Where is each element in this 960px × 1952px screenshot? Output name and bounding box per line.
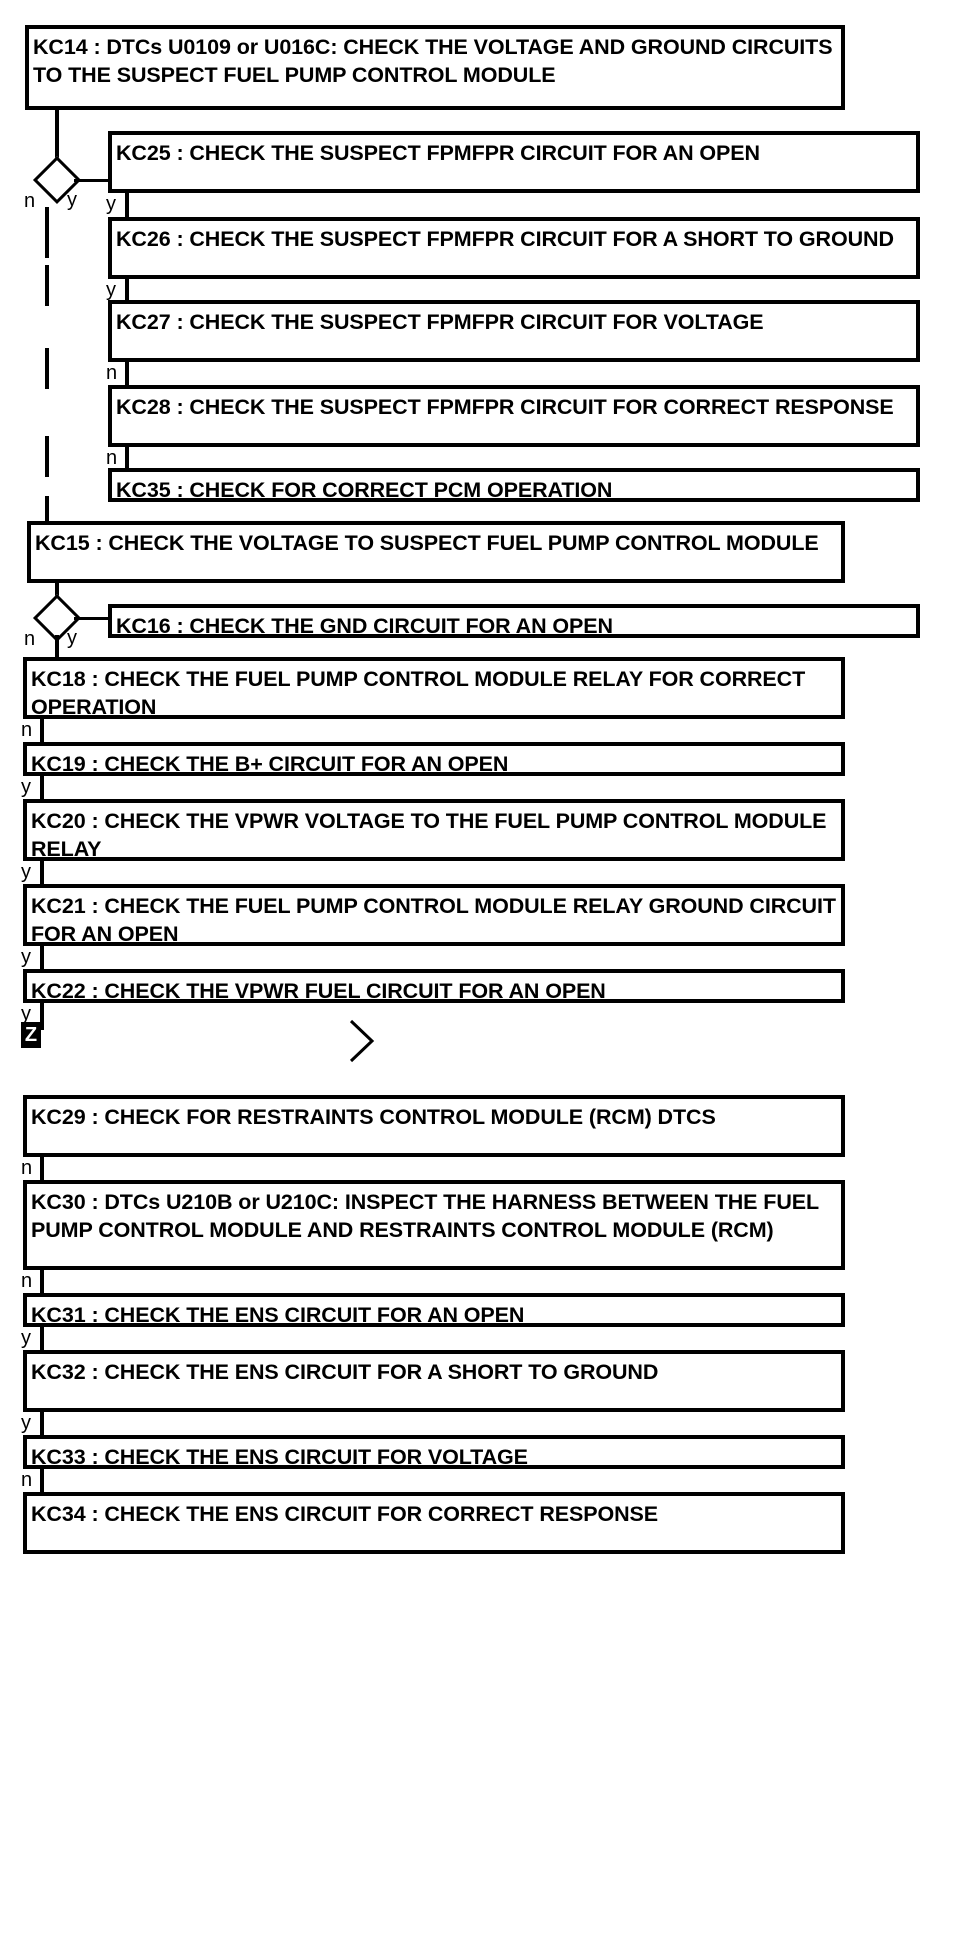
branch-label-kc25-y: y — [106, 193, 116, 215]
connector-kc25-to-kc26 — [125, 193, 129, 221]
branch-label-decision2-n: n — [24, 628, 36, 650]
connector-kc32-to-kc33 — [40, 1412, 44, 1440]
flow-node-kc33[interactable]: KC33 : CHECK THE ENS CIRCUIT FOR VOLTAGE — [23, 1435, 845, 1469]
connector-kc29-to-kc30 — [40, 1157, 44, 1185]
flow-node-kc28[interactable]: KC28 : CHECK THE SUSPECT FPMFPR CIRCUIT … — [108, 385, 920, 447]
connector-kc18-to-kc19 — [40, 719, 44, 747]
connector-decision1-no-seg1 — [45, 207, 49, 258]
connector-kc22-to-connector-z — [40, 1003, 44, 1030]
branch-label-decision1-n: n — [24, 190, 36, 212]
connector-decision1-no-seg3 — [45, 348, 49, 389]
branch-label-kc32-y: y — [21, 1412, 31, 1434]
connector-kc26-to-kc27 — [125, 279, 129, 307]
flow-node-kc14[interactable]: KC14 : DTCs U0109 or U016C: CHECK THE VO… — [25, 25, 845, 110]
branch-label-kc27-n: n — [106, 362, 118, 384]
branch-label-kc31-y: y — [21, 1327, 31, 1349]
branch-label-decision1-y: y — [67, 189, 77, 211]
branch-label-kc20-y: y — [21, 861, 31, 883]
flow-node-kc29[interactable]: KC29 : CHECK FOR RESTRAINTS CONTROL MODU… — [23, 1095, 845, 1157]
flow-node-kc16[interactable]: KC16 : CHECK THE GND CIRCUIT FOR AN OPEN — [108, 604, 920, 638]
offpage-connector-z[interactable]: Z — [21, 1022, 41, 1048]
connector-kc27-to-kc28 — [125, 362, 129, 390]
flow-node-kc21[interactable]: KC21 : CHECK THE FUEL PUMP CONTROL MODUL… — [23, 884, 845, 946]
connector-decision1-no-seg2 — [45, 265, 49, 306]
branch-label-kc29-n: n — [21, 1157, 33, 1179]
connector-kc21-to-kc22 — [40, 946, 44, 974]
flow-node-kc35[interactable]: KC35 : CHECK FOR CORRECT PCM OPERATION — [108, 468, 920, 502]
branch-label-kc26-y: y — [106, 279, 116, 301]
flow-node-kc31[interactable]: KC31 : CHECK THE ENS CIRCUIT FOR AN OPEN — [23, 1293, 845, 1327]
connector-kc31-to-kc32 — [40, 1327, 44, 1355]
connector-kc30-to-kc31 — [40, 1270, 44, 1298]
branch-label-kc19-y: y — [21, 776, 31, 798]
flow-node-kc27[interactable]: KC27 : CHECK THE SUSPECT FPMFPR CIRCUIT … — [108, 300, 920, 362]
flow-node-kc34[interactable]: KC34 : CHECK THE ENS CIRCUIT FOR CORRECT… — [23, 1492, 845, 1554]
branch-label-kc18-n: n — [21, 719, 33, 741]
connector-kc14-to-decision1 — [55, 110, 59, 163]
flow-node-kc26[interactable]: KC26 : CHECK THE SUSPECT FPMFPR CIRCUIT … — [108, 217, 920, 279]
flow-node-kc32[interactable]: KC32 : CHECK THE ENS CIRCUIT FOR A SHORT… — [23, 1350, 845, 1412]
flow-node-kc20[interactable]: KC20 : CHECK THE VPWR VOLTAGE TO THE FUE… — [23, 799, 845, 861]
branch-label-decision2-y: y — [67, 627, 77, 649]
branch-label-kc21-y: y — [21, 946, 31, 968]
branch-label-kc30-n: n — [21, 1270, 33, 1292]
flow-node-kc15[interactable]: KC15 : CHECK THE VOLTAGE TO SUSPECT FUEL… — [27, 521, 845, 583]
connector-decision1-yes — [74, 179, 110, 182]
connector-kc33-to-kc34 — [40, 1469, 44, 1497]
connector-kc20-to-kc21 — [40, 861, 44, 889]
flow-node-kc18[interactable]: KC18 : CHECK THE FUEL PUMP CONTROL MODUL… — [23, 657, 845, 719]
flow-node-kc19[interactable]: KC19 : CHECK THE B+ CIRCUIT FOR AN OPEN — [23, 742, 845, 776]
chevron-right-icon — [345, 1015, 379, 1067]
flow-node-kc22[interactable]: KC22 : CHECK THE VPWR FUEL CIRCUIT FOR A… — [23, 969, 845, 1003]
connector-decision2-yes — [74, 617, 110, 620]
branch-label-kc22-y: y — [21, 1003, 31, 1025]
flow-node-kc30[interactable]: KC30 : DTCs U210B or U210C: INSPECT THE … — [23, 1180, 845, 1270]
branch-label-kc33-n: n — [21, 1469, 33, 1491]
connector-kc19-to-kc20 — [40, 776, 44, 804]
flow-node-kc25[interactable]: KC25 : CHECK THE SUSPECT FPMFPR CIRCUIT … — [108, 131, 920, 193]
connector-decision2-no — [55, 635, 59, 657]
connector-kc28-to-kc35 — [125, 447, 129, 475]
branch-label-kc28-n: n — [106, 447, 118, 469]
connector-decision1-no-seg4 — [45, 436, 49, 477]
